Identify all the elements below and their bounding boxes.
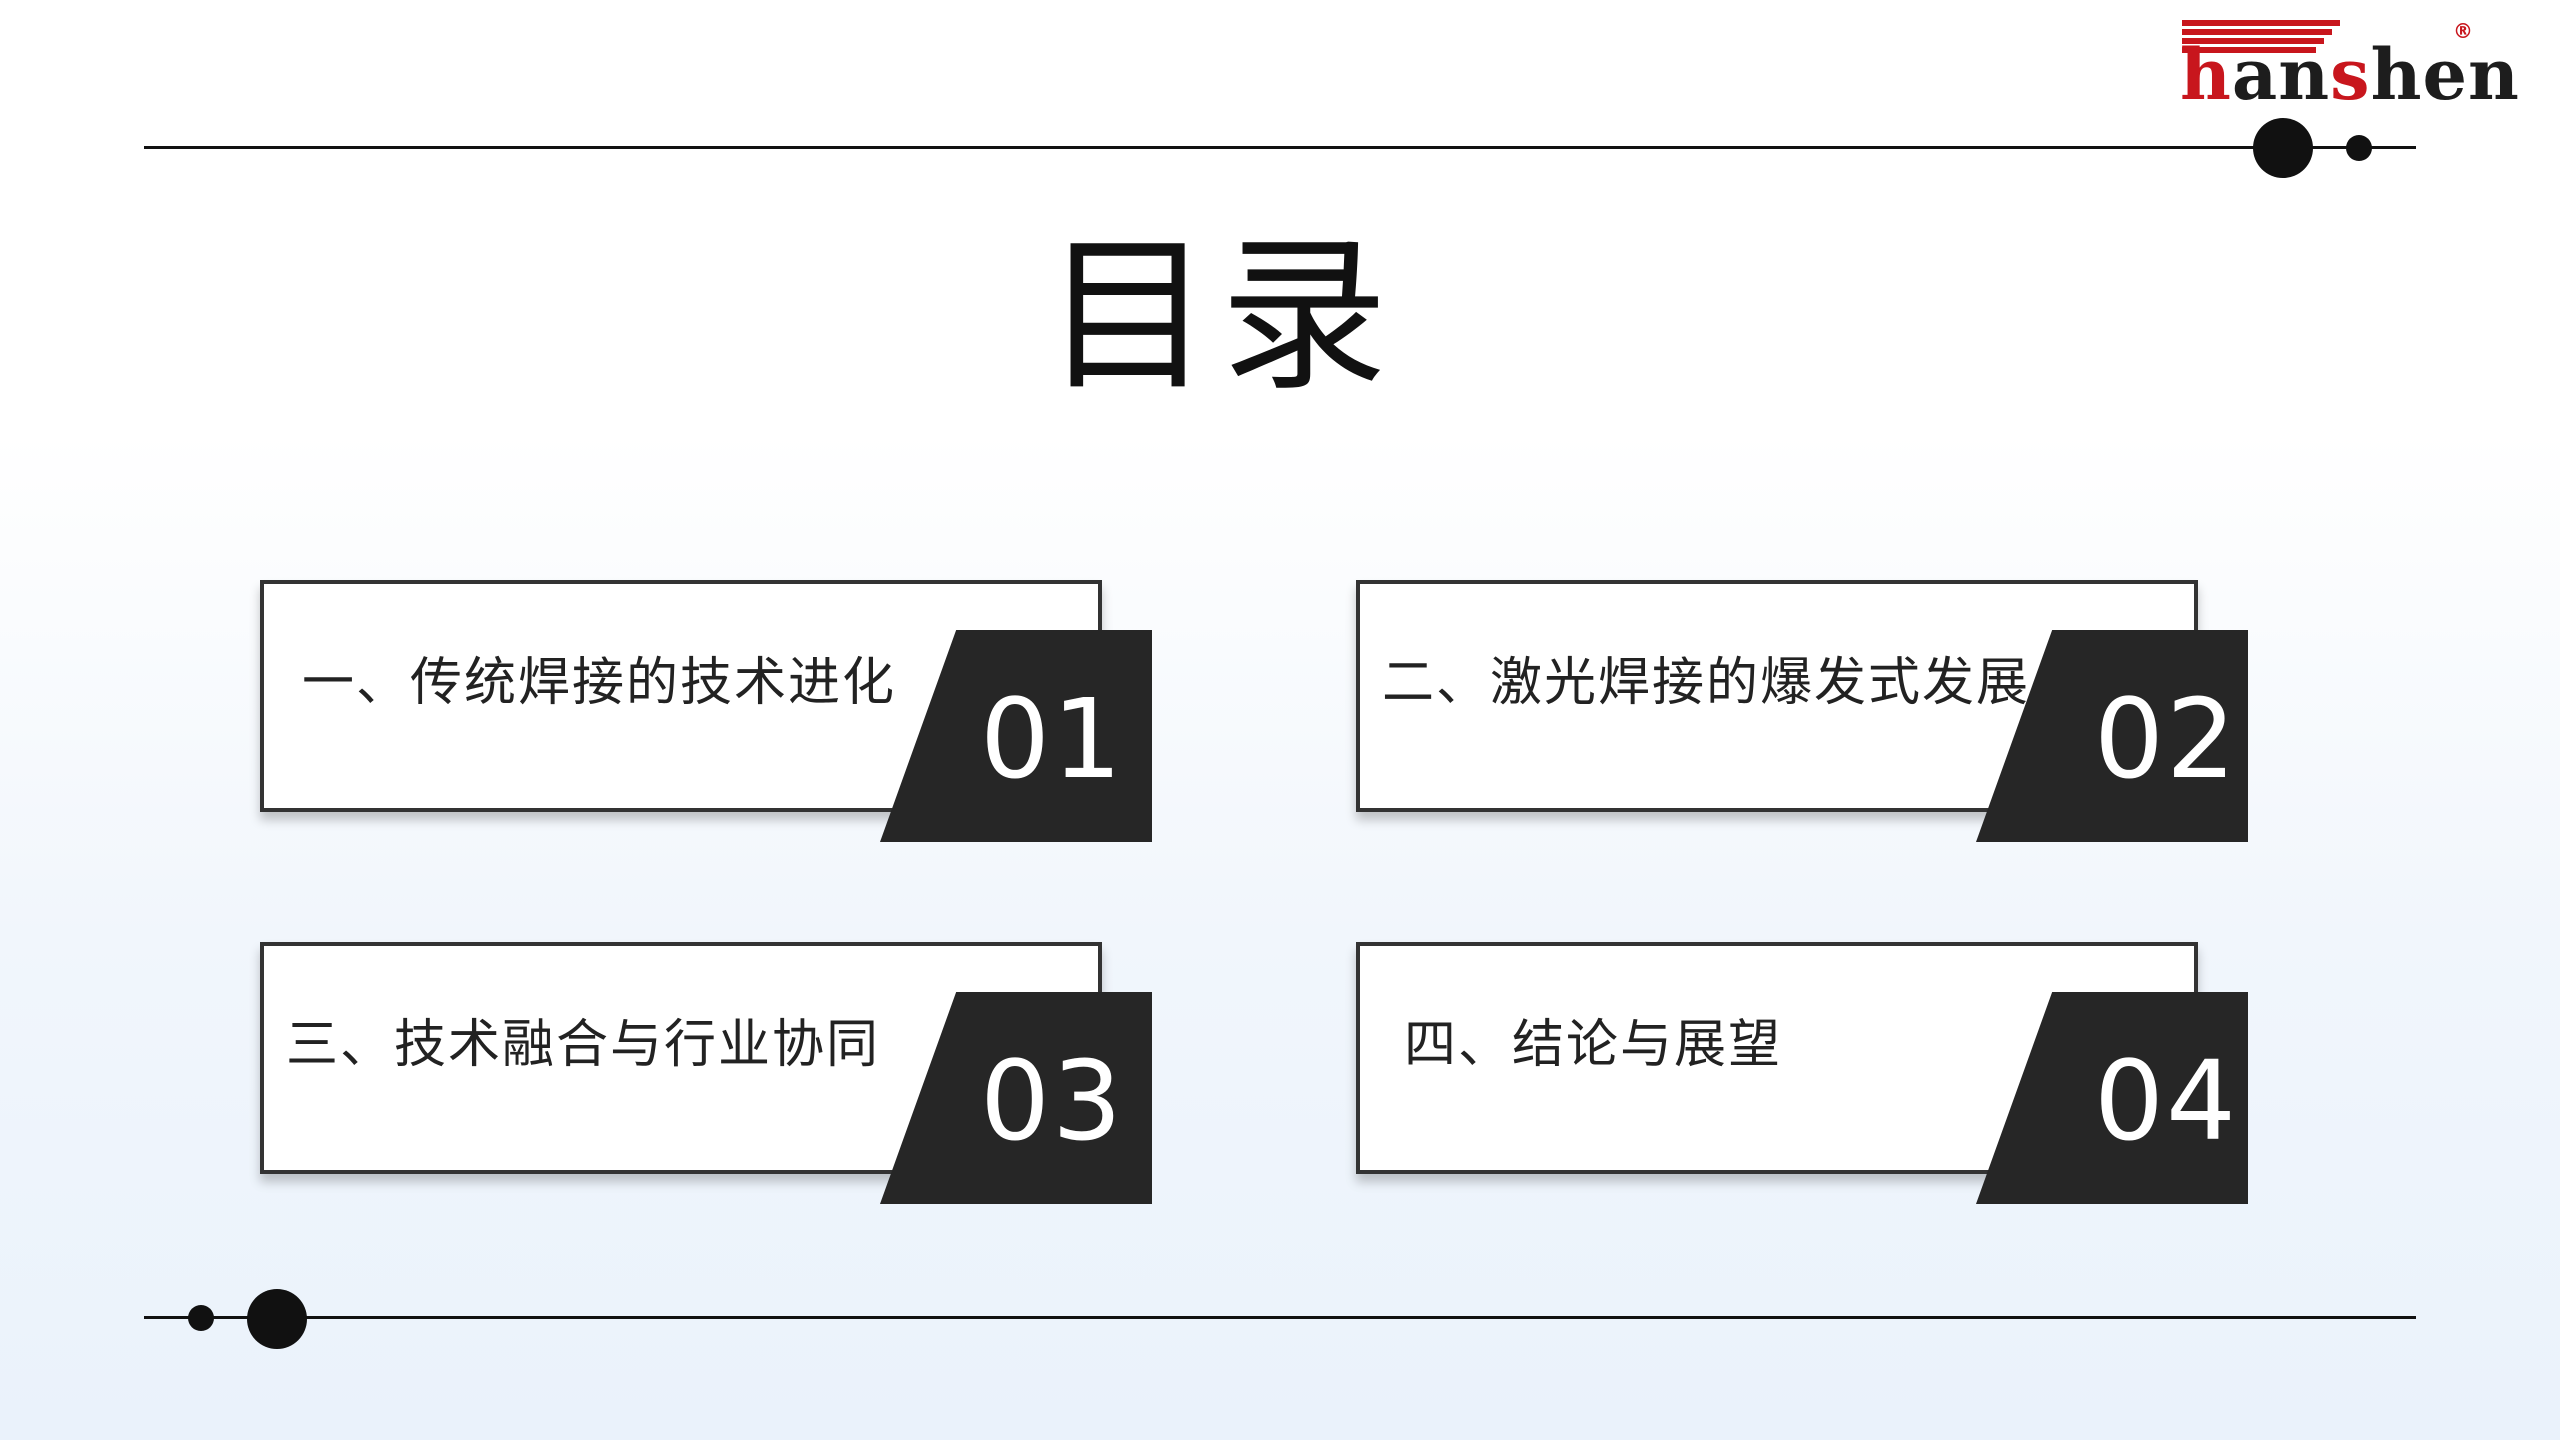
toc-item-label: 三、技术融合与行业协同 — [286, 1015, 881, 1075]
toc-item-number: 03 — [980, 1037, 1124, 1165]
registered-mark: ® — [2453, 19, 2473, 43]
toc-item-label: 一、传统焊接的技术进化 — [302, 653, 897, 713]
top-large-dot — [2253, 118, 2313, 178]
top-divider-line — [144, 146, 2416, 149]
hanshen-logo: ® — [2180, 14, 2480, 124]
bottom-divider-line — [144, 1316, 2416, 1319]
logo-wordmark: hanshen — [2180, 40, 2519, 110]
logo-wordmark-s: s — [2330, 33, 2371, 116]
top-small-dot — [2346, 135, 2372, 161]
toc-item-label: 二、激光焊接的爆发式发展 — [1382, 653, 2031, 713]
logo-wordmark-an: an — [2231, 33, 2331, 116]
page-title: 目录 — [1044, 218, 1396, 414]
bottom-small-dot — [188, 1305, 214, 1331]
toc-item-number: 02 — [2094, 675, 2238, 803]
toc-item-number: 04 — [2094, 1037, 2238, 1165]
logo-wordmark-hen: hen — [2370, 33, 2520, 116]
logo-wordmark-h: h — [2180, 33, 2232, 116]
bottom-large-dot — [247, 1289, 307, 1349]
toc-item-4[interactable]: 四、结论与展望 04 — [1356, 942, 2456, 1242]
logo-speed-lines-icon: ® — [2182, 19, 2473, 53]
toc-item-number: 01 — [980, 675, 1124, 803]
toc-item-2[interactable]: 二、激光焊接的爆发式发展 02 — [1356, 580, 2456, 880]
toc-item-label: 四、结论与展望 — [1404, 1015, 1783, 1075]
toc-item-1[interactable]: 一、传统焊接的技术进化 01 — [260, 580, 1360, 880]
toc-item-3[interactable]: 三、技术融合与行业协同 03 — [260, 942, 1360, 1242]
